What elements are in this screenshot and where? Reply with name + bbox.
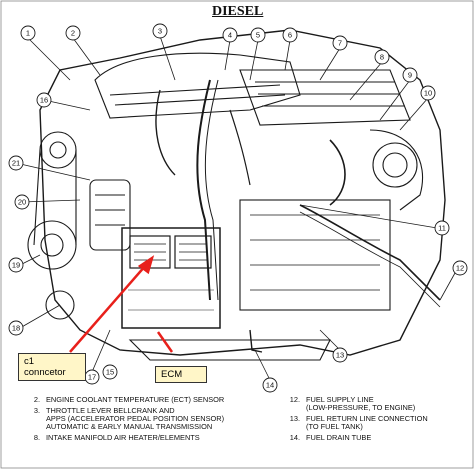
component-bubble-1	[20, 25, 36, 41]
component-number-7: 7	[338, 39, 342, 48]
component-number-21: 21	[12, 159, 20, 168]
legend-text: APPS (ACCELERATOR PEDAL POSITION SENSOR)	[46, 414, 225, 423]
page-title: DIESEL	[212, 4, 264, 19]
c1-callout-line2: conncetor	[24, 367, 66, 378]
legend-item-12: 12. FUEL SUPPLY LINE (LOW-PRESSURE, TO EN…	[286, 396, 428, 412]
c1-callout-line1: c1	[24, 356, 35, 367]
component-bubble-9	[402, 67, 418, 83]
legend-item-2: 2. ENGINE COOLANT TEMPERATURE (ECT) SENSO…	[26, 396, 224, 404]
legend-text: (LOW-PRESSURE, TO ENGINE)	[306, 403, 416, 412]
component-number-6: 6	[288, 31, 292, 40]
c1-connector-callout: c1 conncetor	[18, 353, 86, 381]
component-bubble-4	[222, 27, 238, 43]
legend-text: FUEL SUPPLY LINE	[306, 395, 374, 404]
component-number-15: 15	[106, 368, 114, 377]
component-number-16: 16	[40, 96, 48, 105]
legend-text: FUEL RETURN LINE CONNECTION	[306, 414, 428, 423]
component-number-3: 3	[158, 27, 162, 36]
component-number-11: 11	[438, 224, 446, 233]
component-number-17: 17	[88, 373, 96, 382]
legend-num: 2.	[33, 395, 40, 404]
component-number-2: 2	[71, 29, 75, 38]
legend-text: THROTTLE LEVER BELLCRANK AND	[46, 406, 175, 415]
legend-item-8: 8. INTAKE MANIFOLD AIR HEATER/ELEMENTS	[26, 434, 224, 442]
component-bubble-2	[65, 25, 81, 41]
component-bubble-19	[8, 257, 24, 273]
legend-item-3: 3. THROTTLE LEVER BELLCRANK AND APPS (ACC…	[26, 407, 224, 431]
component-number-9: 9	[408, 71, 412, 80]
component-bubble-8	[374, 49, 390, 65]
legend-num: 8.	[33, 433, 40, 442]
legend-text: (TO FUEL TANK)	[306, 422, 363, 431]
legend-num: 13.	[289, 414, 300, 423]
component-bubble-21	[8, 155, 24, 171]
component-number-13: 13	[336, 351, 344, 360]
component-number-8: 8	[380, 53, 384, 62]
ecm-callout: ECM	[155, 366, 207, 383]
component-number-5: 5	[256, 31, 260, 40]
component-number-19: 19	[12, 261, 20, 270]
component-bubble-20	[14, 194, 30, 210]
legend-num: 12.	[289, 395, 300, 404]
component-bubble-16	[36, 92, 52, 108]
legend-text: AUTOMATIC & EARLY MANUAL TRANSMISSION	[46, 422, 213, 431]
component-number-12: 12	[456, 264, 464, 273]
component-bubble-12	[452, 260, 468, 276]
legend-num: 14.	[289, 433, 300, 442]
legend-right: 12. FUEL SUPPLY LINE (LOW-PRESSURE, TO EN…	[286, 396, 428, 445]
legend-text: INTAKE MANIFOLD AIR HEATER/ELEMENTS	[46, 433, 200, 442]
component-number-1: 1	[26, 29, 30, 38]
legend-text: FUEL DRAIN TUBE	[306, 433, 372, 442]
component-number-18: 18	[12, 324, 20, 333]
component-number-4: 4	[228, 31, 232, 40]
component-number-10: 10	[424, 89, 432, 98]
component-bubble-10	[420, 85, 436, 101]
legend-text: ENGINE COOLANT TEMPERATURE (ECT) SENSOR	[46, 395, 225, 404]
component-bubble-14	[262, 377, 278, 393]
component-bubble-11	[434, 220, 450, 236]
legend-item-14: 14. FUEL DRAIN TUBE	[286, 434, 428, 442]
component-bubble-7	[332, 35, 348, 51]
component-bubble-3	[152, 23, 168, 39]
component-bubble-5	[250, 27, 266, 43]
component-number-20: 20	[18, 198, 26, 207]
legend-left: 2. ENGINE COOLANT TEMPERATURE (ECT) SENSO…	[26, 396, 224, 445]
legend-num: 3.	[33, 406, 40, 415]
component-number-14: 14	[266, 381, 274, 390]
component-bubble-15	[102, 364, 118, 380]
legend-item-13: 13. FUEL RETURN LINE CONNECTION (TO FUEL …	[286, 415, 428, 431]
component-bubble-6	[282, 27, 298, 43]
component-bubble-13	[332, 347, 348, 363]
component-bubble-18	[8, 320, 24, 336]
